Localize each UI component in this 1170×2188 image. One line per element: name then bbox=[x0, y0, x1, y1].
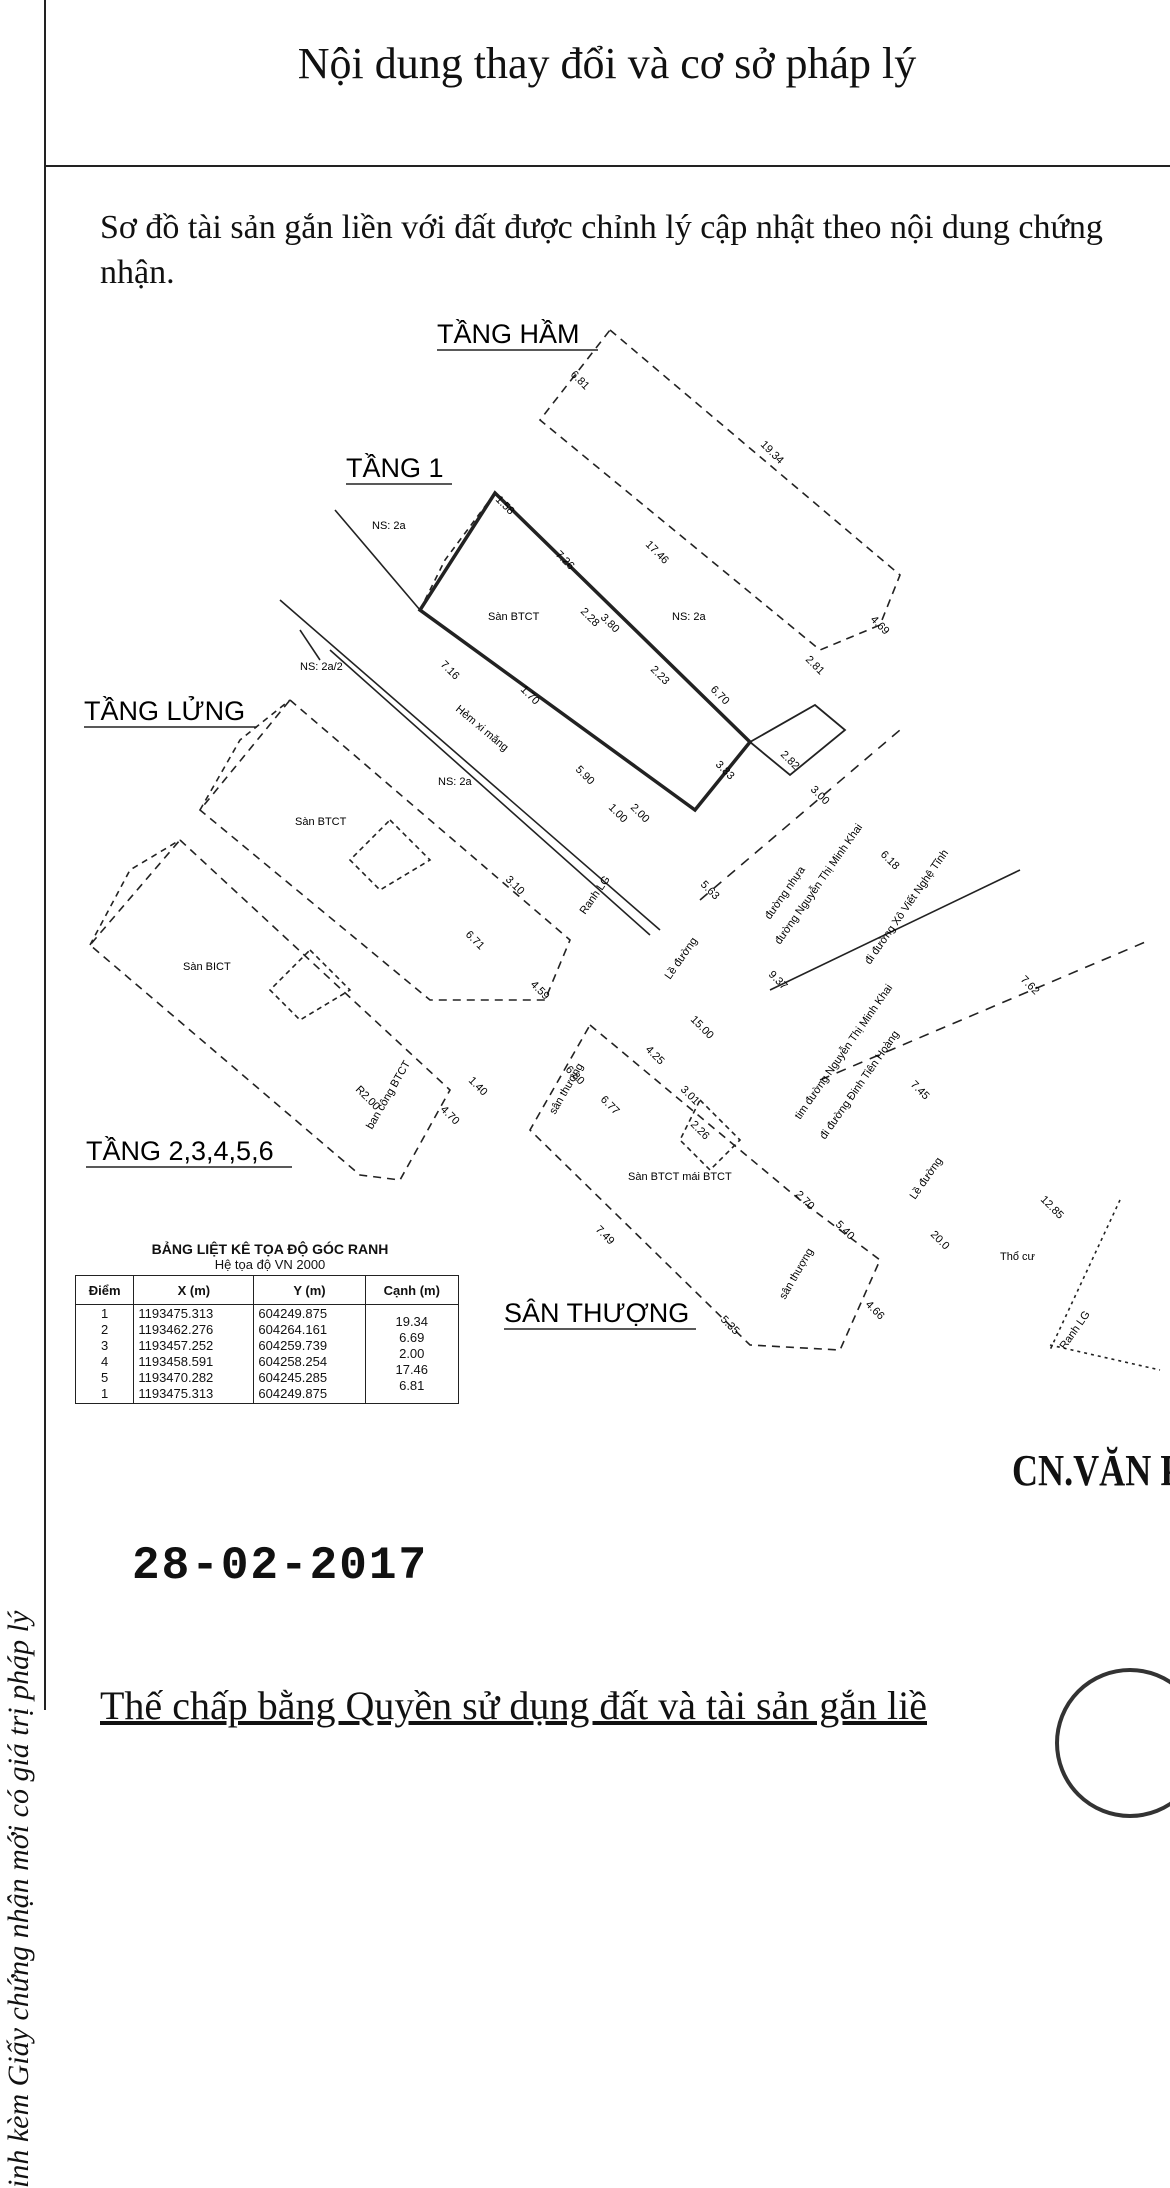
bottom-text: Thế chấp bằng Quyền sử dụng đất và tài s… bbox=[100, 1683, 927, 1728]
upper-floors-outline bbox=[88, 838, 452, 1181]
col-header: Cạnh (m) bbox=[364, 1275, 460, 1305]
dimension-label: 6.18 bbox=[878, 849, 902, 873]
dimension-label: 1.40 bbox=[466, 1075, 490, 1099]
dimension-label: 5.90 bbox=[573, 764, 597, 788]
dimension-label: 6.77 bbox=[598, 1094, 622, 1118]
dimension-label: 2.81 bbox=[803, 654, 827, 678]
road-label: Lề đường bbox=[908, 1155, 945, 1201]
label-basement: TẦNG HẦM bbox=[437, 318, 580, 349]
label-ground: TẦNG 1 bbox=[346, 452, 444, 483]
mezzanine-outline bbox=[198, 698, 571, 1001]
dimension-label: 15.00 bbox=[688, 1014, 716, 1042]
ns-label: NS: 2a bbox=[672, 611, 707, 623]
dimension-label: 1.70 bbox=[518, 684, 542, 708]
dimension-label: 5.40 bbox=[833, 1219, 857, 1243]
x-cell: 1193475.313 1193462.276 1193457.252 1193… bbox=[133, 1304, 255, 1404]
road-label: đi đường Đinh Tiên Hoàng bbox=[818, 1029, 902, 1142]
room-label: sân thượng bbox=[777, 1246, 816, 1301]
point-cell: 1 2 3 4 5 1 bbox=[74, 1304, 135, 1404]
table-title: BẢNG LIỆT KÊ TỌA ĐỘ GÓC RANH bbox=[151, 1241, 389, 1257]
boundary-label: Ranh LG bbox=[1058, 1309, 1093, 1352]
y-cell: 604249.875 604264.161 604259.739 604258.… bbox=[253, 1304, 366, 1404]
dimension-label: 4.69 bbox=[868, 614, 892, 638]
coordinate-table: BẢNG LIỆT KÊ TỌA ĐỘ GÓC RANH Hệ tọa độ V… bbox=[74, 1241, 465, 1404]
basement-outline bbox=[538, 328, 901, 651]
dimension-label: 4.66 bbox=[863, 1299, 887, 1323]
dimension-label: 3.00 bbox=[808, 784, 832, 808]
dimension-label: 7.16 bbox=[438, 659, 462, 683]
col-header: Y (m) bbox=[253, 1275, 366, 1305]
table-subtitle: Hệ tọa độ VN 2000 bbox=[214, 1257, 326, 1272]
dimension-label: 3.10 bbox=[503, 874, 527, 898]
dimension-label: 2.70 bbox=[793, 1189, 817, 1213]
dimension-label: 4.25 bbox=[643, 1044, 667, 1068]
intro-text: Sơ đồ tài sản gắn liền với đất được chỉn… bbox=[100, 209, 1103, 291]
road-label: đi đường Xô Viết Nghệ Tĩnh bbox=[863, 848, 951, 967]
dimension-label: 12.85 bbox=[1038, 1194, 1066, 1222]
label-upper: TẦNG 2,3,4,5,6 bbox=[86, 1135, 274, 1166]
room-label: Sàn BTCT mái BTCT bbox=[628, 1171, 732, 1183]
label-mezzanine: TẦNG LỬNG bbox=[84, 694, 245, 726]
dimension-label: 2.26 bbox=[688, 1119, 712, 1143]
dimension-label: 19.34 bbox=[758, 439, 786, 467]
header-title: Nội dung thay đổi và cơ sở pháp lý bbox=[297, 39, 917, 88]
ns-label: NS: 2a/2 bbox=[300, 661, 343, 673]
dimension-label: 1.00 bbox=[606, 802, 630, 826]
dimension-label: 6.81 bbox=[568, 369, 592, 393]
dimension-label: 17.46 bbox=[643, 539, 671, 567]
room-label: Sàn BICT bbox=[183, 961, 231, 973]
dimension-label: 9.37 bbox=[766, 969, 790, 993]
floor-plan-diagram: TẦNG HẦM TẦNG 1 TẦNG LỬNG TẦNG 2,3,4,5,6… bbox=[84, 318, 1161, 1371]
ground-floor-outline bbox=[417, 490, 753, 813]
edge-cell: 19.34 6.69 2.00 17.46 6.81 bbox=[364, 1304, 460, 1404]
col-header: X (m) bbox=[133, 1275, 255, 1305]
date-stamp: 28-02-2017 bbox=[132, 1540, 429, 1592]
ns-label: NS: 2a bbox=[372, 520, 407, 532]
roof-outline bbox=[528, 1023, 881, 1351]
dimension-label: 2.23 bbox=[648, 664, 672, 688]
room-label: Sàn BTCT bbox=[295, 816, 347, 828]
header-divider bbox=[44, 165, 1170, 167]
dimension-label: 6.71 bbox=[463, 929, 487, 953]
label-roof: SÂN THƯỢNG bbox=[504, 1297, 689, 1328]
dimension-label: 4.70 bbox=[438, 1104, 462, 1128]
dimension-label: 7.49 bbox=[593, 1224, 617, 1248]
dimension-label: 1.58 bbox=[493, 494, 517, 518]
boundary-label: Ranh LG bbox=[578, 874, 613, 917]
dimension-label: 4.59 bbox=[528, 979, 552, 1003]
road-label: Lề đường bbox=[663, 935, 700, 981]
dimension-label: 2.28 bbox=[578, 606, 602, 630]
alley-label: Hẻm xi măng bbox=[453, 703, 510, 754]
col-header: Điểm bbox=[74, 1275, 135, 1305]
page-frame bbox=[44, 0, 1170, 1710]
dimension-label: 20.0 bbox=[928, 1229, 952, 1253]
room-label: Thổ cư bbox=[1000, 1251, 1036, 1263]
dimension-label: 2.00 bbox=[628, 802, 652, 826]
ns-label: NS: 2a bbox=[438, 776, 473, 788]
dimension-label: R2.00 bbox=[353, 1084, 382, 1113]
office-name: CN.VĂN PH bbox=[1012, 1446, 1170, 1495]
room-label: Sàn BTCT bbox=[488, 611, 540, 623]
dimension-label: 7.45 bbox=[908, 1079, 932, 1103]
